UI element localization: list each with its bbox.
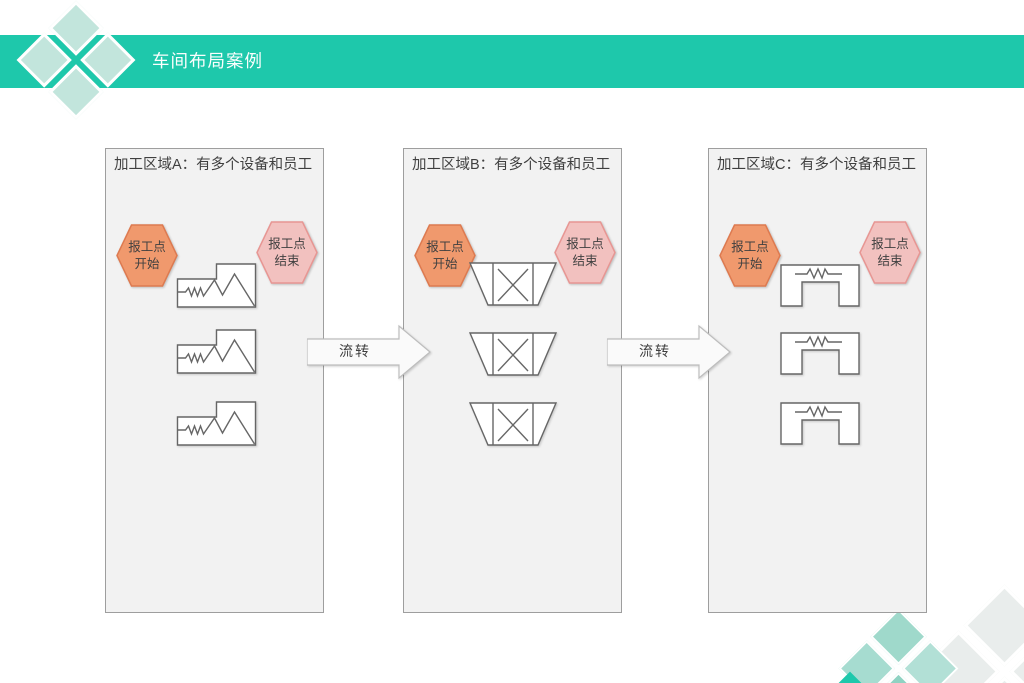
hexagon-start-icon (414, 224, 476, 287)
panel-title: 加工区域C：有多个设备和员工 (717, 157, 916, 173)
panel-title: 加工区域B：有多个设备和员工 (412, 157, 611, 173)
report-point-end-hexagon: 报工点 结束 (256, 221, 318, 284)
flow-arrow: 流转 (307, 324, 431, 380)
bottom-right-mint-diamonds-decoration (838, 608, 959, 683)
block-arrow-icon (607, 324, 731, 380)
report-point-end-hexagon: 报工点 结束 (554, 221, 616, 284)
flow-arrow-label: 流转 (639, 343, 671, 359)
process-area-a-panel: 加工区域A：有多个设备和员工 报工点 开始 报工点 结束 (105, 148, 324, 613)
press-machine-icon (779, 263, 861, 308)
lathe-machine-icon (176, 329, 257, 374)
mill-machine-icon (467, 331, 559, 377)
page-title: 车间布局案例 (152, 51, 263, 71)
report-point-start-label: 报工点 开始 (426, 239, 464, 271)
press-machine-icon (779, 331, 861, 376)
report-point-start-hexagon: 报工点 开始 (116, 224, 178, 287)
flow-arrow-label: 流转 (339, 343, 371, 359)
lathe-machine-icon (176, 401, 257, 446)
report-point-end-label: 报工点 结束 (566, 236, 604, 268)
hexagon-end-icon (859, 221, 921, 284)
press-machine-icon (779, 401, 861, 446)
report-point-end-label: 报工点 结束 (871, 236, 909, 268)
report-point-end-label: 报工点 结束 (268, 236, 306, 268)
panel-title: 加工区域A：有多个设备和员工 (114, 157, 313, 173)
top-left-diamonds-decoration (16, 0, 136, 120)
block-arrow-icon (307, 324, 431, 380)
report-point-start-label: 报工点 开始 (128, 239, 166, 271)
flow-arrow: 流转 (607, 324, 731, 380)
title-bar: 车间布局案例 (0, 35, 1024, 88)
hexagon-end-icon (256, 221, 318, 284)
hexagon-start-icon (719, 224, 781, 287)
report-point-start-hexagon: 报工点 开始 (719, 224, 781, 287)
mill-machine-icon (467, 401, 559, 447)
process-area-c-panel: 加工区域C：有多个设备和员工 报工点 开始 报工点 结束 (708, 148, 927, 613)
hexagon-end-icon (554, 221, 616, 284)
report-point-start-label: 报工点 开始 (731, 239, 769, 271)
hexagon-start-icon (116, 224, 178, 287)
process-area-b-panel: 加工区域B：有多个设备和员工 报工点 开始 报工点 结束 (403, 148, 622, 613)
lathe-machine-icon (176, 263, 257, 308)
report-point-start-hexagon: 报工点 开始 (414, 224, 476, 287)
mill-machine-icon (467, 261, 559, 307)
report-point-end-hexagon: 报工点 结束 (859, 221, 921, 284)
